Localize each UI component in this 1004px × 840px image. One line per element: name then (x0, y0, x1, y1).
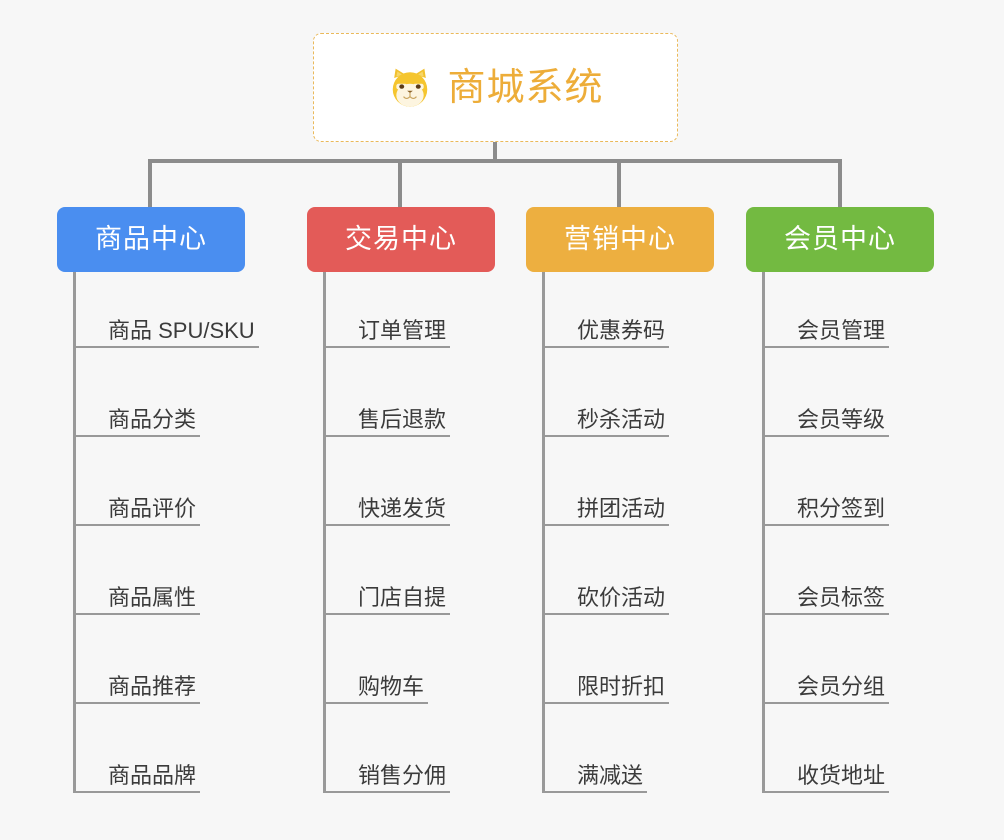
leaf-label: 收货地址 (797, 762, 886, 788)
leaf-item[interactable]: 会员等级 (765, 348, 934, 437)
category-box-2[interactable]: 交易中心 (307, 207, 495, 272)
leaf-underline (326, 524, 450, 526)
category-label-2: 交易中心 (345, 224, 457, 254)
leaf-item[interactable]: 收货地址 (765, 704, 934, 793)
leaf-underline (765, 346, 889, 348)
leaf-label: 购物车 (358, 673, 425, 699)
leaf-item[interactable]: 商品推荐 (76, 615, 245, 704)
leaf-label: 商品 SPU/SKU (108, 317, 255, 343)
leaf-item[interactable]: 商品属性 (76, 526, 245, 615)
leaf-underline (76, 702, 200, 704)
leaf-underline (765, 791, 889, 793)
connector-trunk-horizontal (148, 159, 842, 163)
leaf-underline (545, 791, 647, 793)
leaf-item[interactable]: 快递发货 (326, 437, 495, 526)
leaf-item[interactable]: 商品分类 (76, 348, 245, 437)
leaf-label: 商品推荐 (108, 673, 197, 699)
leaf-underline (545, 435, 669, 437)
leaf-underline (545, 524, 669, 526)
category-box-3[interactable]: 营销中心 (526, 207, 714, 272)
leaf-label: 售后退款 (358, 406, 447, 432)
leaf-label: 商品属性 (108, 584, 197, 610)
leaf-list-3: 优惠券码 秒杀活动 拼团活动 砍价活动 限时折扣 满减送 (542, 272, 714, 793)
leaf-underline (545, 613, 669, 615)
leaf-label: 会员管理 (797, 317, 886, 343)
category-label-4: 会员中心 (784, 224, 896, 254)
leaf-underline (326, 346, 450, 348)
leaf-label: 秒杀活动 (577, 406, 666, 432)
leaf-label: 会员分组 (797, 673, 886, 699)
connector-drop-1 (148, 159, 152, 207)
leaf-underline (326, 435, 450, 437)
leaf-label: 拼团活动 (577, 495, 666, 521)
root-node[interactable]: 商城系统 (313, 33, 678, 142)
leaf-item[interactable]: 限时折扣 (545, 615, 714, 704)
root-title: 商城系统 (447, 66, 604, 109)
leaf-item[interactable]: 拼团活动 (545, 437, 714, 526)
leaf-item[interactable]: 会员标签 (765, 526, 934, 615)
leaf-label: 优惠券码 (577, 317, 666, 343)
leaf-label: 商品评价 (108, 495, 197, 521)
branch-column-1: 商品中心 商品 SPU/SKU 商品分类 商品评价 商品属性 商品推荐 (57, 207, 259, 793)
leaf-underline (765, 613, 889, 615)
branch-column-2: 交易中心 订单管理 售后退款 快递发货 门店自提 购物车 (307, 207, 495, 793)
leaf-item[interactable]: 满减送 (545, 704, 714, 793)
leaf-underline (76, 791, 200, 793)
leaf-item[interactable]: 会员分组 (765, 615, 934, 704)
leaf-label: 会员等级 (797, 406, 886, 432)
leaf-underline (765, 524, 889, 526)
category-label-3: 营销中心 (564, 224, 676, 254)
leaf-item[interactable]: 订单管理 (326, 272, 495, 348)
leaf-item[interactable]: 优惠券码 (545, 272, 714, 348)
connector-drop-2 (398, 159, 402, 207)
branch-column-3: 营销中心 优惠券码 秒杀活动 拼团活动 砍价活动 限时折扣 (526, 207, 714, 793)
leaf-label: 会员标签 (797, 584, 886, 610)
connector-drop-3 (617, 159, 621, 207)
leaf-label: 销售分佣 (358, 762, 447, 788)
leaf-list-4: 会员管理 会员等级 积分签到 会员标签 会员分组 收货地址 (762, 272, 934, 793)
category-box-4[interactable]: 会员中心 (746, 207, 934, 272)
leaf-item[interactable]: 会员管理 (765, 272, 934, 348)
leaf-item[interactable]: 商品评价 (76, 437, 245, 526)
leaf-underline (76, 435, 200, 437)
leaf-underline (765, 702, 889, 704)
leaf-underline (76, 613, 200, 615)
leaf-underline (545, 702, 669, 704)
leaf-label: 限时折扣 (577, 673, 666, 699)
leaf-item[interactable]: 积分签到 (765, 437, 934, 526)
leaf-item[interactable]: 砍价活动 (545, 526, 714, 615)
leaf-label: 砍价活动 (577, 584, 666, 610)
leaf-label: 满减送 (577, 762, 644, 788)
leaf-underline (545, 346, 669, 348)
leaf-label: 快递发货 (358, 495, 447, 521)
connector-trunk-vertical (493, 142, 497, 163)
category-box-1[interactable]: 商品中心 (57, 207, 245, 272)
leaf-label: 门店自提 (358, 584, 447, 610)
leaf-label: 订单管理 (358, 317, 447, 343)
branch-column-4: 会员中心 会员管理 会员等级 积分签到 会员标签 会员分组 (746, 207, 934, 793)
leaf-underline (326, 702, 428, 704)
leaf-item[interactable]: 购物车 (326, 615, 495, 704)
shiba-dog-face-icon (393, 68, 428, 107)
leaf-underline (76, 524, 200, 526)
leaf-item[interactable]: 销售分佣 (326, 704, 495, 793)
leaf-item[interactable]: 商品品牌 (76, 704, 245, 793)
leaf-underline (76, 346, 259, 348)
leaf-label: 商品品牌 (108, 762, 197, 788)
leaf-list-1: 商品 SPU/SKU 商品分类 商品评价 商品属性 商品推荐 商品品牌 (73, 272, 259, 793)
leaf-item[interactable]: 售后退款 (326, 348, 495, 437)
leaf-item[interactable]: 门店自提 (326, 526, 495, 615)
leaf-item[interactable]: 秒杀活动 (545, 348, 714, 437)
connector-drop-4 (838, 159, 842, 207)
leaf-item[interactable]: 商品 SPU/SKU (76, 272, 259, 348)
leaf-list-2: 订单管理 售后退款 快递发货 门店自提 购物车 销售分佣 (323, 272, 495, 793)
leaf-underline (326, 613, 450, 615)
category-label-1: 商品中心 (95, 224, 207, 254)
leaf-underline (326, 791, 450, 793)
leaf-underline (765, 435, 889, 437)
leaf-label: 积分签到 (797, 495, 886, 521)
leaf-label: 商品分类 (108, 406, 197, 432)
